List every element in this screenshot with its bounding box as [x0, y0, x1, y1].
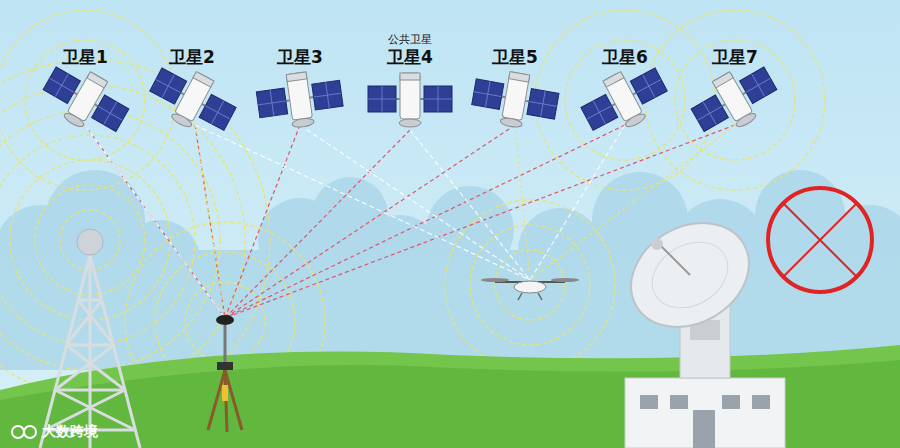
satellite: 卫星2: [137, 20, 247, 137]
satellite-label: 卫星3: [245, 47, 355, 67]
prohibited-sign: [768, 188, 872, 292]
satellite-label: 卫星5: [460, 47, 570, 67]
gnss-receiver: [208, 315, 242, 432]
satellite-icon: [460, 65, 570, 137]
satellite: 卫星5: [460, 20, 570, 137]
satellite-label: 卫星7: [680, 47, 790, 67]
satellite-icon: [570, 65, 680, 137]
satellite: 公共卫星卫星4: [355, 20, 465, 137]
satellite: 卫星6: [570, 20, 680, 137]
drone: [481, 278, 579, 300]
satellite-icon: [137, 65, 247, 137]
satellite-note: 公共卫星: [355, 33, 465, 47]
satellite-icon: [680, 65, 790, 137]
satellite-label: 卫星6: [570, 47, 680, 67]
ground-station: [612, 202, 785, 448]
satellite-label: 卫星2: [137, 47, 247, 67]
satellite-label: 卫星4: [355, 47, 465, 67]
satellite: 卫星1: [30, 20, 140, 137]
satellite-icon: [245, 65, 355, 137]
satellite-icon: [355, 65, 465, 137]
watermark-logo: [12, 426, 36, 438]
tree-silhouettes: [0, 170, 900, 370]
cell-tower: [40, 255, 140, 448]
satellite: 卫星3: [245, 20, 355, 137]
satellite-label: 卫星1: [30, 47, 140, 67]
satellite-icon: [30, 65, 140, 137]
satellite: 卫星7: [680, 20, 790, 137]
watermark: 大数跨境: [42, 423, 98, 441]
